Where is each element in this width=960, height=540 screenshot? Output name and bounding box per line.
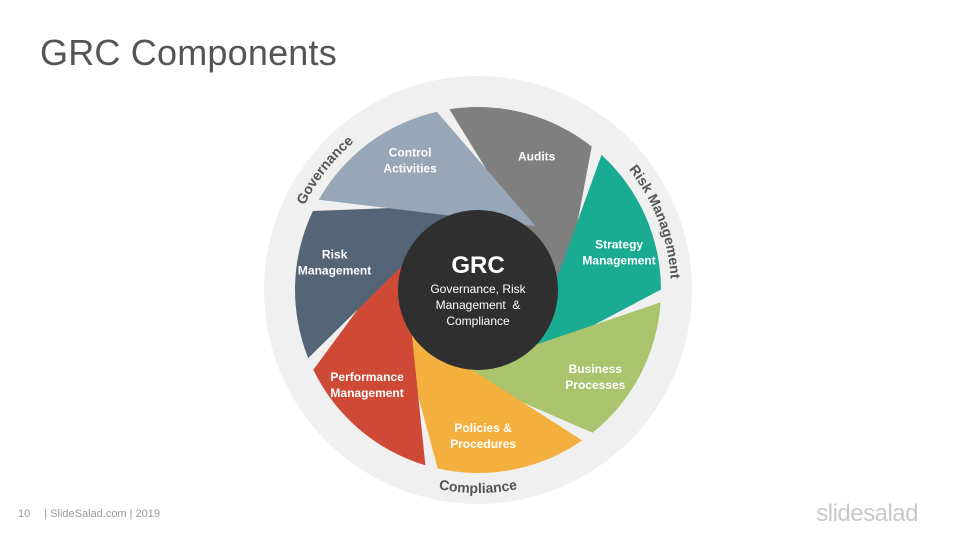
segment-label-performance-management: Performance (330, 370, 404, 384)
segment-label-control-activities: Activities (383, 162, 437, 176)
segment-label-strategy-management: Strategy (595, 238, 643, 252)
segment-label-business-processes: Processes (565, 378, 625, 392)
slide-title: GRC Components (40, 32, 337, 73)
segments-layer: AuditsStrategyManagementBusinessProcesse… (295, 107, 661, 473)
page-number: 10 (18, 508, 31, 520)
center-title: GRC (451, 252, 504, 279)
brand-logo: slidesalad (816, 500, 918, 527)
center-subtitle-line: Management & (436, 298, 521, 312)
footer-text: | SlideSalad.com | 2019 (44, 508, 161, 520)
center-subtitle-line: Compliance (446, 314, 510, 328)
segment-shape-performance-management (313, 248, 426, 466)
segment-label-policies-procedures: Policies & (454, 421, 512, 435)
segment-label-risk-management: Management (298, 264, 371, 278)
segment-label-risk-management: Risk (322, 248, 348, 262)
segment-label-policies-procedures: Procedures (450, 437, 516, 451)
segment-label-performance-management: Management (330, 386, 403, 400)
footer: 10 | SlideSalad.com | 2019 (18, 508, 166, 520)
segment-shape-audits (449, 107, 592, 296)
center-hub: GRC Governance, Risk Management & Compli… (398, 210, 558, 370)
segment-label-business-processes: Business (569, 362, 623, 376)
segment-shape-control-activities (318, 111, 536, 227)
segment-label-control-activities: Control (389, 146, 432, 160)
segment-shape-business-processes (453, 302, 661, 433)
ring-label-compliance: Compliance (438, 476, 518, 496)
segment-label-strategy-management: Management (582, 254, 655, 268)
segment-shape-strategy-management (527, 154, 661, 361)
center-subtitle-line: Governance, Risk (430, 282, 526, 296)
segment-audits: Audits (449, 107, 592, 296)
center-circle (398, 210, 558, 370)
segment-label-audits: Audits (518, 149, 556, 163)
